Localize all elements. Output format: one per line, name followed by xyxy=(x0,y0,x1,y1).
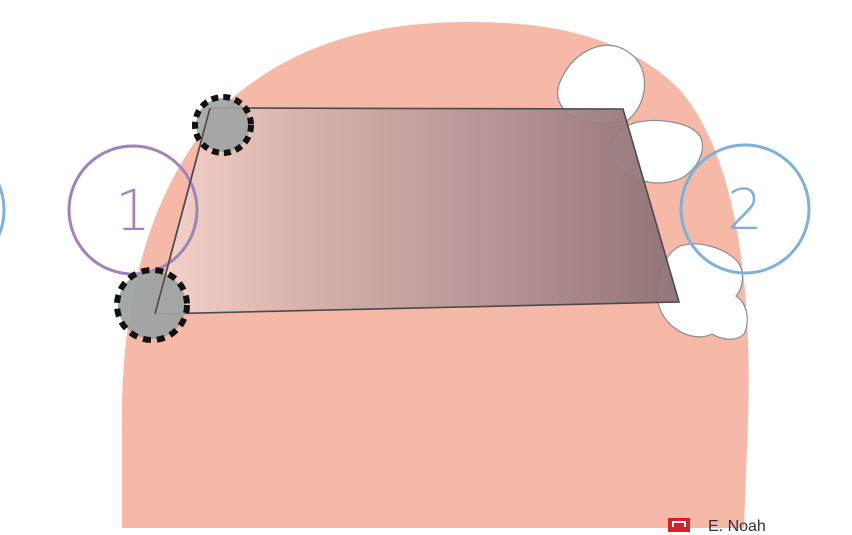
footer-text: E. Noah xyxy=(708,518,766,535)
marker-label-1: 1 xyxy=(115,179,151,244)
marker-circle-edge xyxy=(0,183,6,237)
handle-icon[interactable] xyxy=(114,267,190,343)
marker-label-2: 2 xyxy=(727,178,763,243)
footer-logo-icon xyxy=(668,518,690,532)
overlay-trapezoid-edge xyxy=(154,107,211,315)
marker-circle-2 xyxy=(679,143,811,275)
